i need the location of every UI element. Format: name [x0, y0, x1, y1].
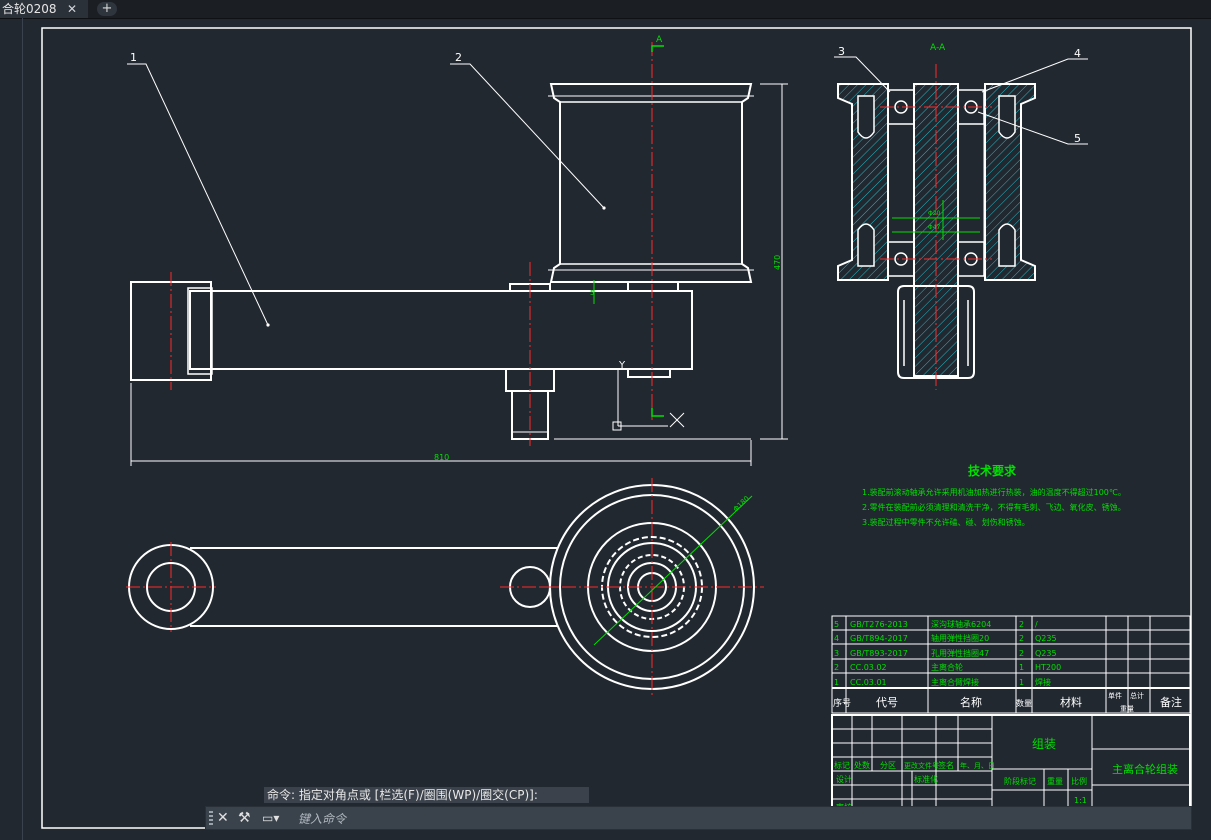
svg-text:CC.03.02: CC.03.02 [850, 663, 887, 672]
svg-text:单件: 单件 [1108, 691, 1122, 700]
part-label-2: 2 [455, 51, 462, 64]
tech-line-2: 2.零件在装配前必须清理和清洗干净，不得有毛刺、飞边、氧化皮、锈蚀。 [862, 502, 1126, 512]
section-marks [651, 45, 664, 417]
svg-text:GB/T276-2013: GB/T276-2013 [850, 620, 908, 629]
svg-text:CC.03.01: CC.03.01 [850, 678, 887, 687]
leaders-section [834, 56, 1088, 145]
dim-width: 810 [434, 453, 449, 462]
svg-text:5: 5 [834, 620, 839, 629]
command-line: ✕ ⚒ ▭▾ [205, 806, 1192, 830]
svg-text:更改文件号: 更改文件号 [904, 761, 939, 770]
section-view-title: A-A [930, 43, 946, 53]
bom-header: 序号 代号 名称 数量 材料 单件 总计 重量 备注 [833, 691, 1182, 713]
svg-text:分区: 分区 [880, 761, 896, 770]
part-label-4: 4 [1074, 47, 1081, 60]
wrench-icon[interactable]: ⚒ [238, 810, 251, 826]
svg-text:HT200: HT200 [1035, 663, 1061, 672]
section-dims [892, 200, 980, 240]
svg-text:序号: 序号 [833, 697, 851, 709]
svg-text:3: 3 [834, 649, 839, 658]
svg-text:主离合轮: 主离合轮 [931, 662, 963, 672]
svg-text:签名: 签名 [938, 760, 954, 770]
tech-line-3: 3.装配过程中零件不允许磕、碰、划伤和锈蚀。 [862, 517, 1030, 527]
front-centerlines [170, 42, 653, 446]
dim-diameter: Φ180 [732, 495, 751, 514]
svg-text:备注: 备注 [1160, 695, 1182, 709]
svg-text:组装: 组装 [1032, 737, 1056, 751]
section-label-a: A [656, 35, 663, 45]
close-icon[interactable]: ✕ [217, 810, 229, 826]
tech-line-1: 1.装配前滚动轴承允许采用机油加热进行热装，油的温度不得超过100℃。 [862, 487, 1126, 497]
svg-text:处数: 处数 [854, 760, 870, 770]
ucs-icon [612, 370, 685, 431]
dim-height: 470 [773, 255, 782, 270]
svg-text:总计: 总计 [1130, 691, 1144, 700]
leader-dot-2 [602, 206, 606, 210]
svg-text:1: 1 [1019, 663, 1024, 672]
svg-text:轴用弹性挡圈20: 轴用弹性挡圈20 [931, 633, 989, 643]
bom-rows: 5 GB/T276-2013 深沟球轴承6204 2 / 4 GB/T894-2… [834, 619, 1061, 687]
tab-title: 合轮0208 [2, 2, 57, 16]
top-centerlines [126, 478, 764, 698]
svg-text:阶段标记: 阶段标记 [1004, 776, 1036, 786]
command-history: 命令: 指定对角点或 [栏选(F)/圈围(WP)/圈交(CP)]: [264, 787, 589, 803]
svg-text:孔用弹性挡圈47: 孔用弹性挡圈47 [931, 648, 989, 658]
tech-title: 技术要求 [968, 463, 1017, 478]
svg-text:焊接: 焊接 [1035, 677, 1051, 687]
svg-text:1:1: 1:1 [1074, 796, 1087, 805]
prompt-icon[interactable]: ▭▾ [262, 811, 280, 825]
svg-text:重量: 重量 [1047, 776, 1063, 786]
svg-text:2: 2 [1019, 634, 1024, 643]
svg-text:主离合臂焊接: 主离合臂焊接 [931, 677, 979, 687]
svg-text:2: 2 [1019, 620, 1024, 629]
svg-text:2: 2 [834, 663, 839, 672]
leader-dot-1 [266, 323, 270, 327]
svg-text:Q235: Q235 [1035, 649, 1057, 658]
new-tab-button[interactable]: + [97, 2, 117, 16]
svg-text:主离合轮组装: 主离合轮组装 [1112, 762, 1178, 776]
svg-text:名称: 名称 [960, 695, 982, 709]
viewport-edge [22, 18, 23, 840]
ucs-y-label: Y [618, 360, 626, 371]
document-tab[interactable]: 合轮0208 ✕ [0, 0, 88, 18]
title-block-text: 组装 主离合轮组装 标记 处数 分区 更改文件号 签名 年、月、日 设计 标准化… [834, 737, 1178, 826]
part-label-3: 3 [838, 45, 845, 58]
svg-text:年、月、日: 年、月、日 [960, 761, 995, 770]
svg-text:GB/T893-2017: GB/T893-2017 [850, 649, 908, 658]
svg-text:4: 4 [834, 634, 839, 643]
part-label-5: 5 [1074, 132, 1081, 145]
svg-text:1: 1 [834, 678, 839, 687]
top-dims [593, 495, 753, 646]
svg-text:2: 2 [1019, 649, 1024, 658]
part-label-1: 1 [130, 51, 137, 64]
dim-inner-2: Φ47 [928, 224, 941, 231]
dim-gap-value: 5 [590, 289, 594, 297]
document-tab-bar: 合轮0208 ✕ + [0, 0, 1211, 19]
svg-text:Q235: Q235 [1035, 634, 1057, 643]
svg-text:深沟球轴承6204: 深沟球轴承6204 [931, 619, 991, 629]
command-input[interactable] [296, 808, 1180, 830]
front-view [130, 83, 754, 440]
dim-inner-1: Φ20 [928, 210, 941, 217]
svg-text:数量: 数量 [1016, 698, 1032, 708]
bom-table [831, 615, 1191, 714]
close-icon[interactable]: ✕ [67, 2, 78, 16]
section-view [837, 83, 1036, 379]
front-dimensions [130, 83, 788, 466]
leaders-front [127, 63, 605, 326]
svg-text:标记: 标记 [834, 760, 850, 770]
svg-text:1: 1 [1019, 678, 1024, 687]
svg-text:重量: 重量 [1120, 705, 1134, 713]
svg-text:设计: 设计 [836, 774, 852, 784]
drag-handle[interactable] [209, 811, 213, 825]
svg-text:比例: 比例 [1071, 776, 1087, 786]
svg-text:GB/T894-2017: GB/T894-2017 [850, 634, 908, 643]
svg-text:材料: 材料 [1060, 695, 1082, 709]
svg-text:标准化: 标准化 [914, 774, 938, 784]
svg-text:/: / [1035, 620, 1038, 629]
section-centerlines [880, 64, 992, 390]
svg-text:代号: 代号 [876, 696, 898, 709]
